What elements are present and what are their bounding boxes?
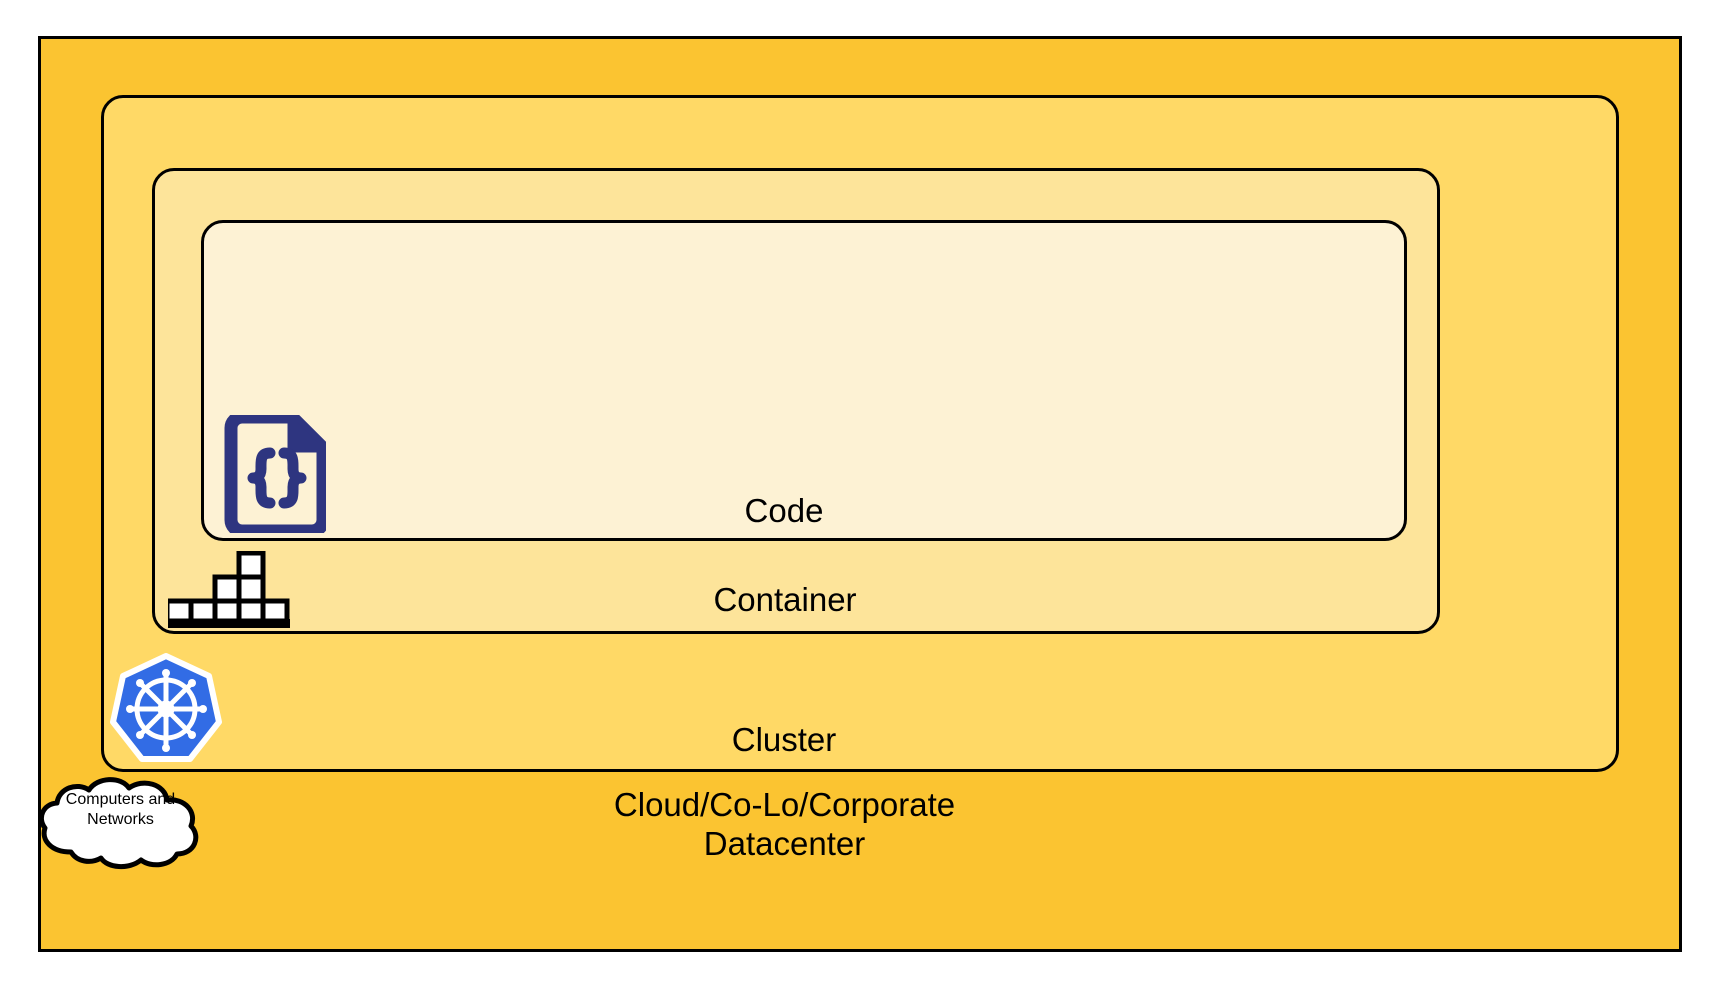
kubernetes-helm-icon [110,653,222,762]
layer-code[interactable] [201,220,1407,541]
container-stack-icon [168,551,290,628]
network-cloud-icon [39,777,199,869]
json-code-file-icon [224,415,326,533]
